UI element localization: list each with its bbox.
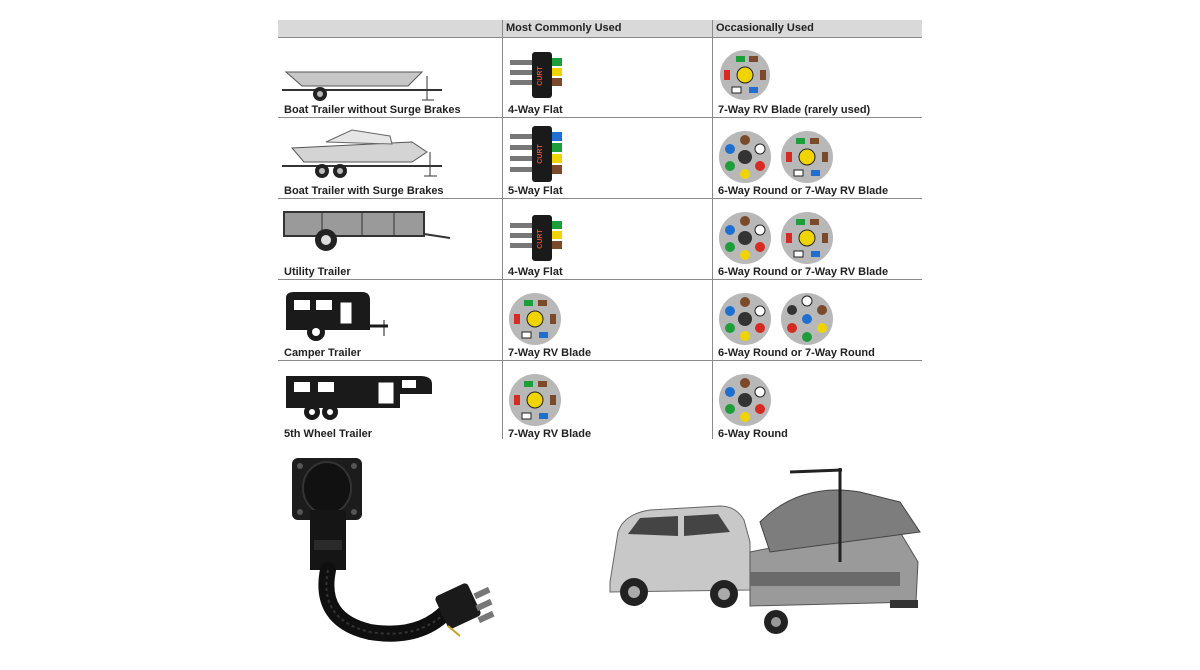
- connector-label: 4-Way Flat: [508, 266, 563, 278]
- six-way-round-socket-icon: [719, 131, 771, 183]
- trailer-label: Boat Trailer without Surge Brakes: [284, 104, 461, 116]
- connector-label: 7-Way RV Blade: [508, 347, 592, 359]
- connector-label: 6-Way Round: [718, 428, 788, 440]
- utility-trailer-illustration: [283, 211, 451, 251]
- six-way-round-socket-icon: [719, 212, 771, 264]
- grid-divider: [278, 198, 922, 199]
- header-occasional: Occasionally Used: [712, 20, 922, 37]
- trailer-label: Camper Trailer: [284, 347, 362, 359]
- seven-way-rv-blade-socket-icon: [509, 374, 561, 426]
- connector-label: 6-Way Round or 7-Way RV Blade: [718, 185, 889, 197]
- header-most-common: Most Commonly Used: [502, 20, 712, 37]
- grid-divider: [712, 20, 713, 439]
- boat-trailer-no-brakes-illustration: [282, 71, 442, 101]
- grid-divider: [278, 360, 922, 361]
- connector-label: 7-Way RV Blade (rarely used): [718, 104, 871, 116]
- suv-towing-trailer-photo: [609, 468, 921, 634]
- trailer-label: Utility Trailer: [284, 266, 351, 278]
- grid-divider: [278, 37, 922, 38]
- six-way-round-socket-icon: [719, 374, 771, 426]
- seven-way-rv-blade-socket-icon: [509, 293, 561, 345]
- connector-label: 4-Way Flat: [508, 104, 563, 116]
- adapter-product-photo: [292, 458, 495, 642]
- svg-text:CURT: CURT: [537, 229, 544, 249]
- grid-divider: [278, 117, 922, 118]
- four-way-flat-plug-icon: CURT: [510, 215, 562, 261]
- fifth-wheel-trailer-illustration: [286, 376, 432, 420]
- connector-label: 6-Way Round or 7-Way Round: [718, 347, 875, 359]
- connector-label: 7-Way RV Blade: [508, 428, 592, 440]
- grid-divider: [278, 279, 922, 280]
- camper-trailer-illustration: [286, 292, 388, 341]
- seven-way-round-socket-icon: [781, 293, 833, 345]
- header-trailer-type: [278, 20, 502, 37]
- four-way-flat-plug-icon: CURT: [510, 52, 562, 98]
- svg-text:CURT: CURT: [537, 66, 544, 86]
- seven-way-rv-blade-socket-icon: [781, 131, 833, 183]
- five-way-flat-plug-icon: CURT: [510, 126, 562, 182]
- seven-way-rv-blade-socket-icon: [720, 50, 770, 100]
- six-way-round-socket-icon: [719, 293, 771, 345]
- seven-way-rv-blade-socket-icon: [781, 212, 833, 264]
- connector-label: 6-Way Round or 7-Way RV Blade: [718, 266, 889, 278]
- boat-trailer-surge-brakes-illustration: [282, 129, 442, 178]
- trailer-label: Boat Trailer with Surge Brakes: [284, 185, 444, 197]
- grid-divider: [502, 20, 503, 439]
- svg-text:CURT: CURT: [537, 144, 544, 164]
- connector-label: 5-Way Flat: [508, 185, 563, 197]
- trailer-connector-chart: Most Commonly Used Occasionally Used Boa…: [278, 20, 922, 440]
- trailer-label: 5th Wheel Trailer: [284, 428, 373, 440]
